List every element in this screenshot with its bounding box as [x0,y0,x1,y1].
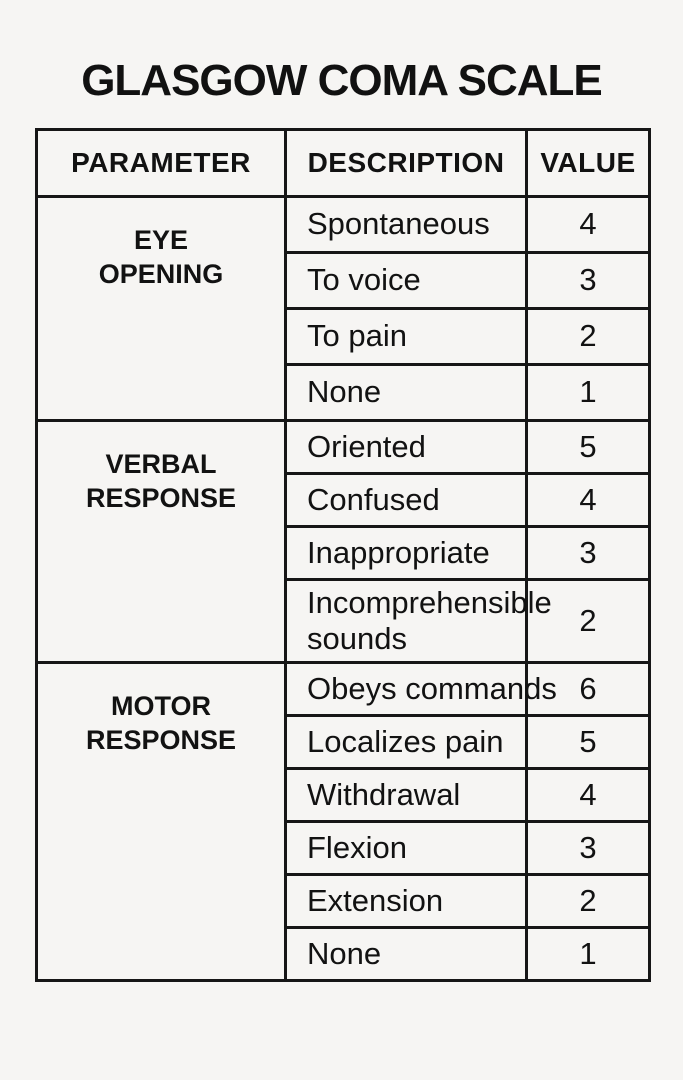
description-cell: Inappropriate [284,524,528,581]
parameter-cell: MOTOR RESPONSE [35,660,287,982]
value-cell: 3 [525,250,651,310]
value-cell: 4 [525,766,651,823]
value-cell: 3 [525,819,651,876]
value-cell: 3 [525,524,651,581]
col-header-description: DESCRIPTION [284,127,528,198]
description-cell: Confused [284,471,528,528]
value-cell: 4 [525,471,651,528]
description-cell: None [284,362,528,422]
col-header-value: VALUE [525,127,651,198]
parameter-cell: VERBAL RESPONSE [35,418,287,664]
value-cell: 5 [525,713,651,770]
value-cell: 5 [525,418,651,475]
page: GLASGOW COMA SCALE PARAMETER DESCRIPTION… [0,56,683,1080]
description-cell: Incomprehensible sounds [284,577,552,664]
table-header-row: PARAMETER DESCRIPTION VALUE [35,127,651,198]
description-cell: Spontaneous [284,194,528,254]
value-cell: 1 [525,362,651,422]
description-cell: To pain [284,306,528,366]
description-cell: None [284,925,528,982]
description-cell: To voice [284,250,528,310]
description-cell: Flexion [284,819,528,876]
description-cell: Obeys commands [284,660,557,717]
value-cell: 2 [525,306,651,366]
description-cell: Localizes pain [284,713,528,770]
description-cell: Oriented [284,418,528,475]
value-cell: 2 [525,577,651,664]
value-cell: 4 [525,194,651,254]
col-header-parameter: PARAMETER [35,127,287,198]
value-cell: 6 [525,660,651,717]
description-cell: Extension [284,872,528,929]
value-cell: 1 [525,925,651,982]
value-cell: 2 [525,872,651,929]
page-title: GLASGOW COMA SCALE [81,56,603,105]
parameter-cell: EYE OPENING [35,194,287,422]
description-cell: Withdrawal [284,766,528,823]
